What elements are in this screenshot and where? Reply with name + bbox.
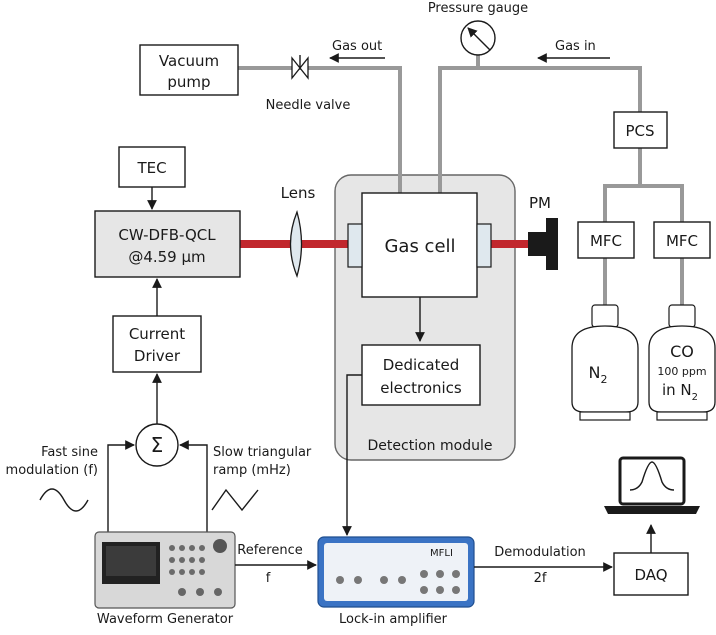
- detection-module-label: Detection module: [368, 438, 493, 454]
- gas-cell-box: [361, 192, 478, 298]
- co-cylinder-icon: [648, 304, 716, 421]
- sine-wave-icon: [39, 488, 89, 512]
- slow-ramp-label-1: Slow triangular: [213, 445, 312, 460]
- vacuum-pump-label-2: pump: [167, 73, 210, 91]
- dedicated-electronics-label-2: electronics: [380, 379, 462, 397]
- qcl-label-1: CW-DFB-QCL: [118, 226, 216, 244]
- mfc-label-1: MFC: [590, 232, 622, 250]
- demodulation-label: Demodulation: [494, 545, 586, 560]
- pcs-label: PCS: [625, 122, 654, 140]
- dedicated-electronics-box: [361, 344, 481, 406]
- n2-cylinder-label: N2: [589, 363, 608, 386]
- waveform-generator-label: Waveform Generator: [97, 612, 234, 627]
- qcl-label-2: @4.59 µm: [128, 248, 205, 266]
- vacuum-pump-box: [139, 44, 239, 96]
- co-cylinder-in-label: in N2: [662, 381, 698, 403]
- vacuum-pump-label-1: Vacuum: [159, 52, 219, 70]
- lockin-amplifier-label: Lock-in amplifier: [339, 612, 448, 627]
- needle-valve-icon: [291, 55, 309, 80]
- lens-icon: [289, 209, 303, 279]
- lockin-amplifier-icon: MFLI: [317, 536, 475, 608]
- gas-cell-window-left: [347, 223, 363, 268]
- slow-ramp-label-2: ramp (mHz): [213, 463, 291, 478]
- gas-out-label: Gas out: [332, 39, 382, 54]
- current-driver-label-1: Current: [129, 325, 185, 343]
- fast-sine-label-2: modulation (f): [6, 463, 98, 478]
- daq-label: DAQ: [634, 566, 667, 584]
- power-meter-icon: [528, 218, 558, 270]
- laser-beam: [240, 240, 528, 248]
- demodulation-2f-label: 2f: [534, 571, 547, 586]
- qcl-laser-box: [94, 210, 241, 278]
- needle-valve-label: Needle valve: [266, 98, 351, 113]
- lens-label: Lens: [281, 184, 316, 202]
- reference-label: Reference: [237, 543, 302, 558]
- tec-box: [118, 146, 186, 188]
- tec-label: TEC: [136, 159, 166, 177]
- gas-in-label: Gas in: [555, 39, 596, 54]
- mfc-label-2: MFC: [666, 232, 698, 250]
- waveform-generator-icon: [94, 531, 236, 609]
- fast-sine-label-1: Fast sine: [41, 445, 98, 460]
- mfc-box-2: [653, 221, 711, 259]
- gas-cell-label: Gas cell: [384, 236, 455, 257]
- mfc-box-1: [577, 221, 635, 259]
- gas-cell-window-right: [476, 223, 492, 268]
- reference-f-label: f: [266, 571, 271, 586]
- dedicated-electronics-label-1: Dedicated: [383, 356, 460, 374]
- summation-symbol: Σ: [151, 433, 164, 457]
- co-cylinder-ppm: 100 ppm: [657, 365, 706, 378]
- daq-box: [613, 552, 689, 596]
- pressure-gauge-label: Pressure gauge: [428, 1, 528, 16]
- pm-label: PM: [529, 194, 551, 212]
- n2-cylinder-icon: [571, 304, 639, 421]
- svg-text:MFLI: MFLI: [430, 548, 453, 559]
- triangle-wave-icon: [211, 488, 259, 512]
- laptop-icon: [604, 456, 700, 514]
- pcs-box: [613, 111, 668, 149]
- co-cylinder-label: CO: [670, 342, 694, 361]
- current-driver-box: [112, 315, 202, 373]
- current-driver-label-2: Driver: [134, 347, 181, 365]
